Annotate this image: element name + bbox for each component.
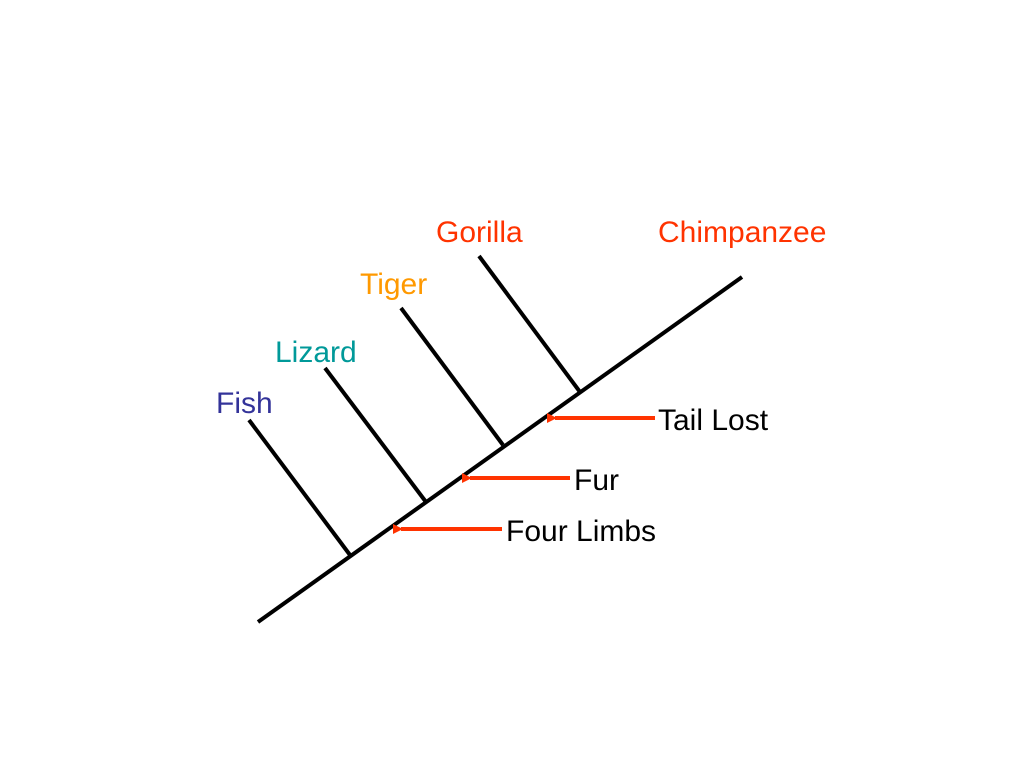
trait-label-fur: Fur xyxy=(574,464,619,497)
main-trunk xyxy=(256,275,744,624)
taxon-label-chimpanzee: Chimpanzee xyxy=(658,216,826,249)
branch-lizard xyxy=(323,366,428,504)
branch-tiger xyxy=(399,306,505,447)
trait-label-tail-lost: Tail Lost xyxy=(658,404,769,437)
taxon-label-lizard: Lizard xyxy=(275,336,357,369)
taxon-label-tiger: Tiger xyxy=(360,268,427,301)
trait-label-four-limbs: Four Limbs xyxy=(506,515,656,548)
taxon-label-fish: Fish xyxy=(216,387,273,420)
branch-gorilla xyxy=(477,254,582,394)
taxon-label-gorilla: Gorilla xyxy=(436,216,523,249)
branch-fish xyxy=(247,418,352,557)
